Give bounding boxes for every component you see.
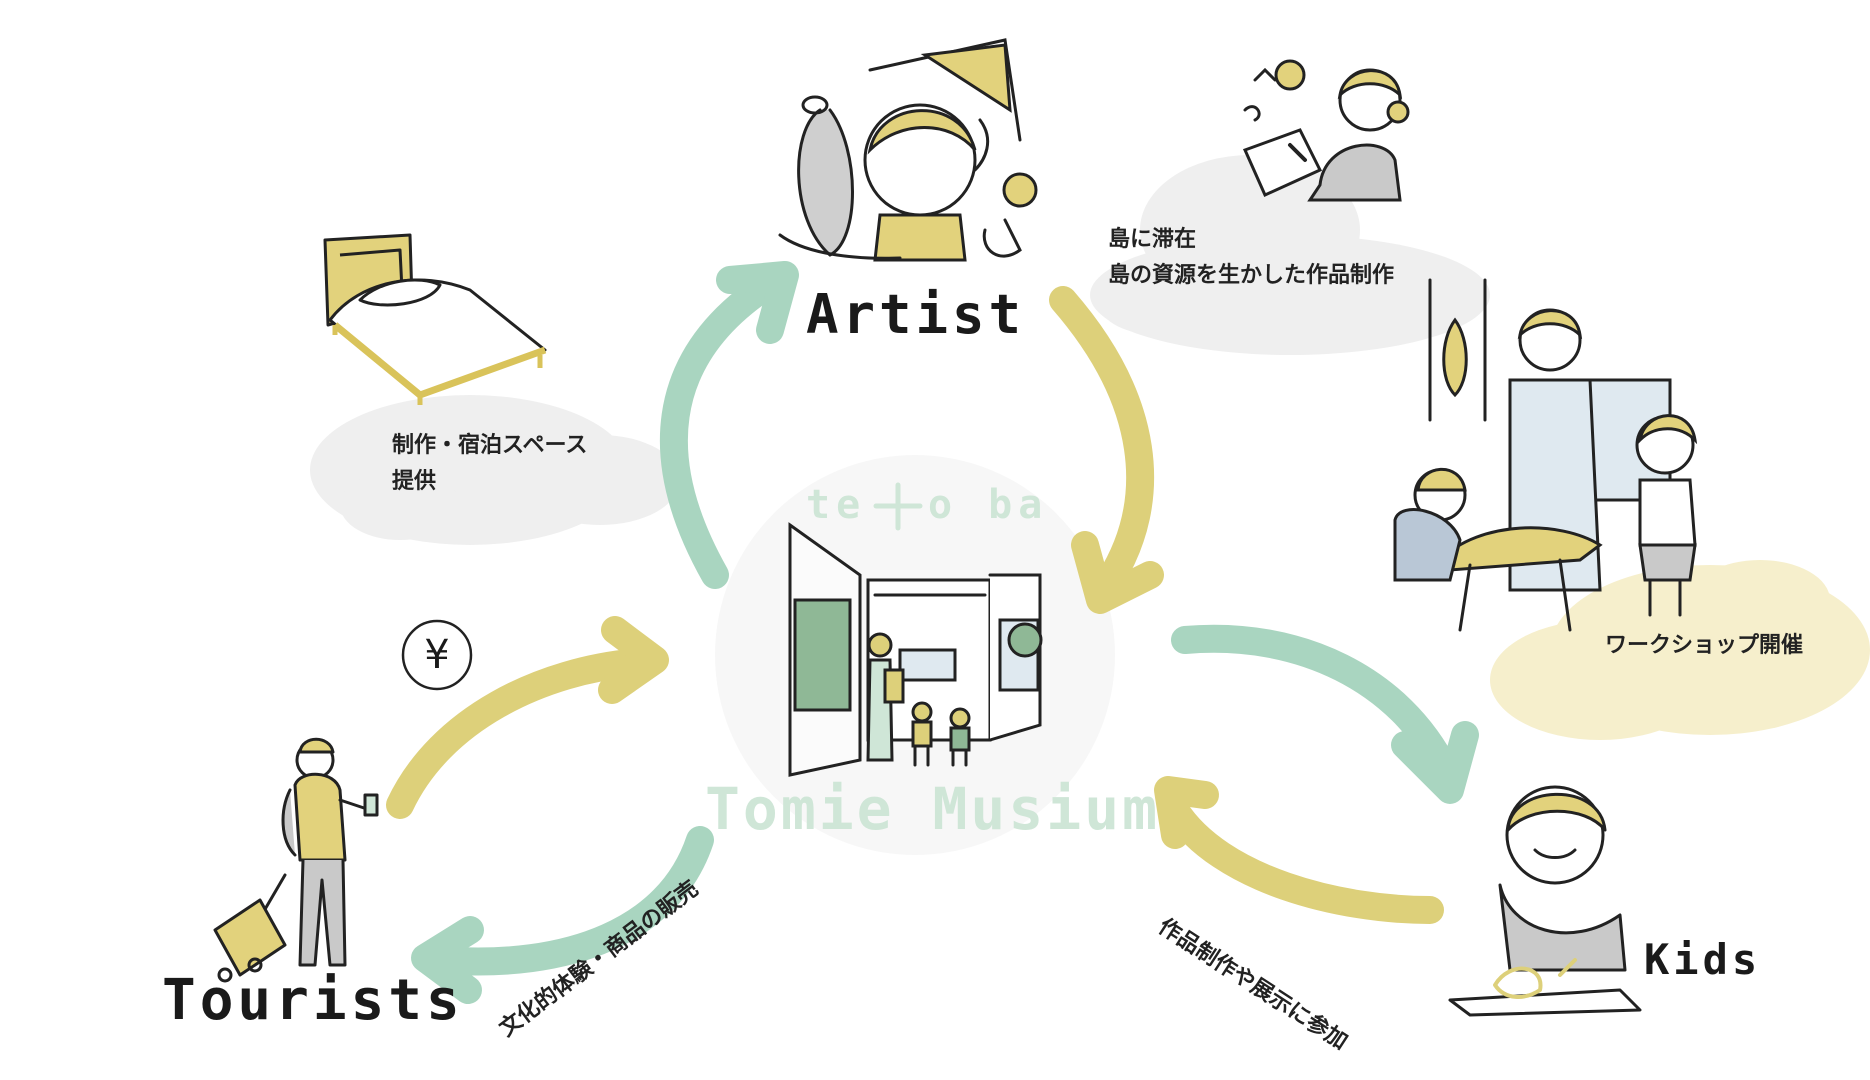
museum-name: Tomie Musium xyxy=(705,775,1160,843)
workshop-note: ワークショップ開催 xyxy=(1605,628,1803,664)
stay-note: 島に滞在 島の資源を生かした作品制作 xyxy=(1108,222,1394,294)
logo-text-right: o ba xyxy=(928,482,1048,528)
tourist-illustration xyxy=(215,739,377,981)
tourists-label: Tourists xyxy=(162,968,464,1033)
space-note-line1: 制作・宿泊スペース xyxy=(392,428,587,464)
stay-note-line1: 島に滞在 xyxy=(1108,222,1394,258)
kid-illustration xyxy=(1450,787,1640,1015)
arrow-museum-to-artist xyxy=(674,290,760,575)
space-note: 制作・宿泊スペース 提供 xyxy=(392,428,587,500)
yen-icon: ¥ xyxy=(403,628,471,682)
logo-text-left: te xyxy=(806,482,866,528)
stay-note-line2: 島の資源を生かした作品制作 xyxy=(1108,258,1394,294)
artist-illustration xyxy=(780,40,1036,260)
bed-illustration xyxy=(325,235,545,405)
artist-label: Artist xyxy=(806,283,1025,346)
drawing-woman-illustration xyxy=(1245,61,1408,200)
kids-label: Kids xyxy=(1644,935,1761,984)
arrow-kids-to-museum xyxy=(1175,810,1430,910)
space-note-line2: 提供 xyxy=(392,464,587,500)
